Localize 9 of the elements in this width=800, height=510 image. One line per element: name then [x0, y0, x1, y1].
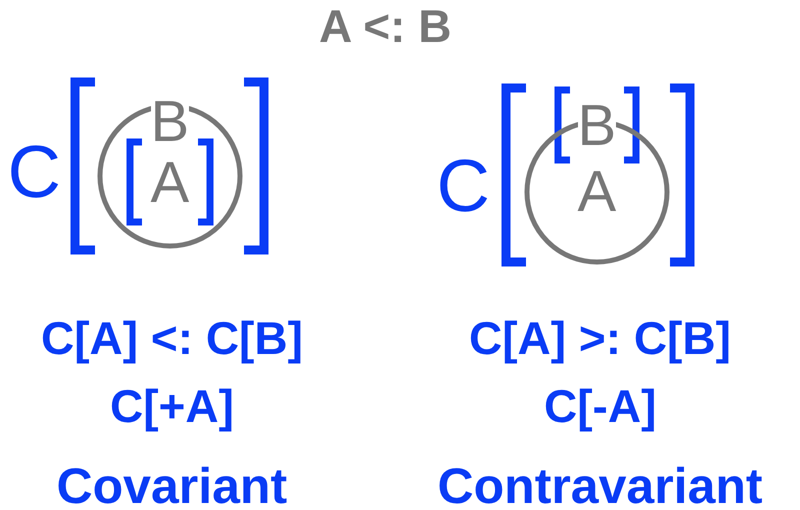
variance-annotation: C[+A] — [110, 383, 234, 429]
type-constructor: C — [436, 149, 490, 223]
subtype-relation: C[A] <: C[B] — [41, 315, 303, 361]
variance-annotation: C[-A] — [544, 383, 656, 429]
variance-name: Covariant — [56, 461, 288, 510]
type-constructor: C — [8, 135, 61, 209]
title: A <: B — [319, 3, 452, 49]
subtype-relation: C[A] >: C[B] — [469, 315, 731, 361]
variance-name: Contravariant — [438, 461, 763, 510]
